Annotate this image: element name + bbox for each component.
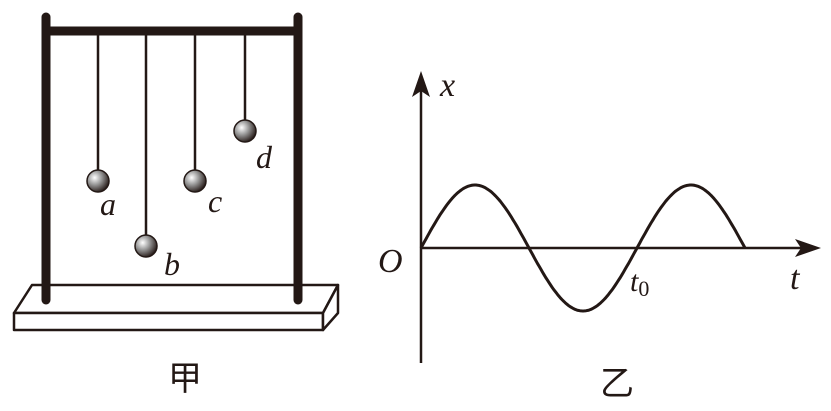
ball-a <box>86 169 110 193</box>
ball-c <box>183 169 207 193</box>
ball-d <box>233 119 257 143</box>
t0-label: t0 <box>630 265 649 301</box>
base-top <box>12 283 340 315</box>
base-side <box>321 283 340 332</box>
origin-label: O <box>378 243 403 280</box>
label-c: c <box>208 183 222 219</box>
sine-curve <box>419 183 747 313</box>
label-a: a <box>100 186 116 222</box>
y-axis-label: x <box>439 67 455 104</box>
x-axis-label: t <box>790 260 801 297</box>
caption-yi: 乙 <box>600 364 634 404</box>
base-front <box>12 311 325 332</box>
pendulum-apparatus: a b c d 甲 <box>12 12 340 399</box>
label-b: b <box>164 246 180 282</box>
y-axis-arrow-icon <box>412 71 430 97</box>
displacement-time-graph: x t O t0 乙 <box>378 67 821 404</box>
ball-b <box>134 234 158 258</box>
t0-subscript: 0 <box>638 276 649 301</box>
caption-jia: 甲 <box>168 359 202 399</box>
x-axis-arrow-icon <box>795 239 821 257</box>
label-d: d <box>256 139 273 175</box>
t0-main: t <box>630 265 639 298</box>
